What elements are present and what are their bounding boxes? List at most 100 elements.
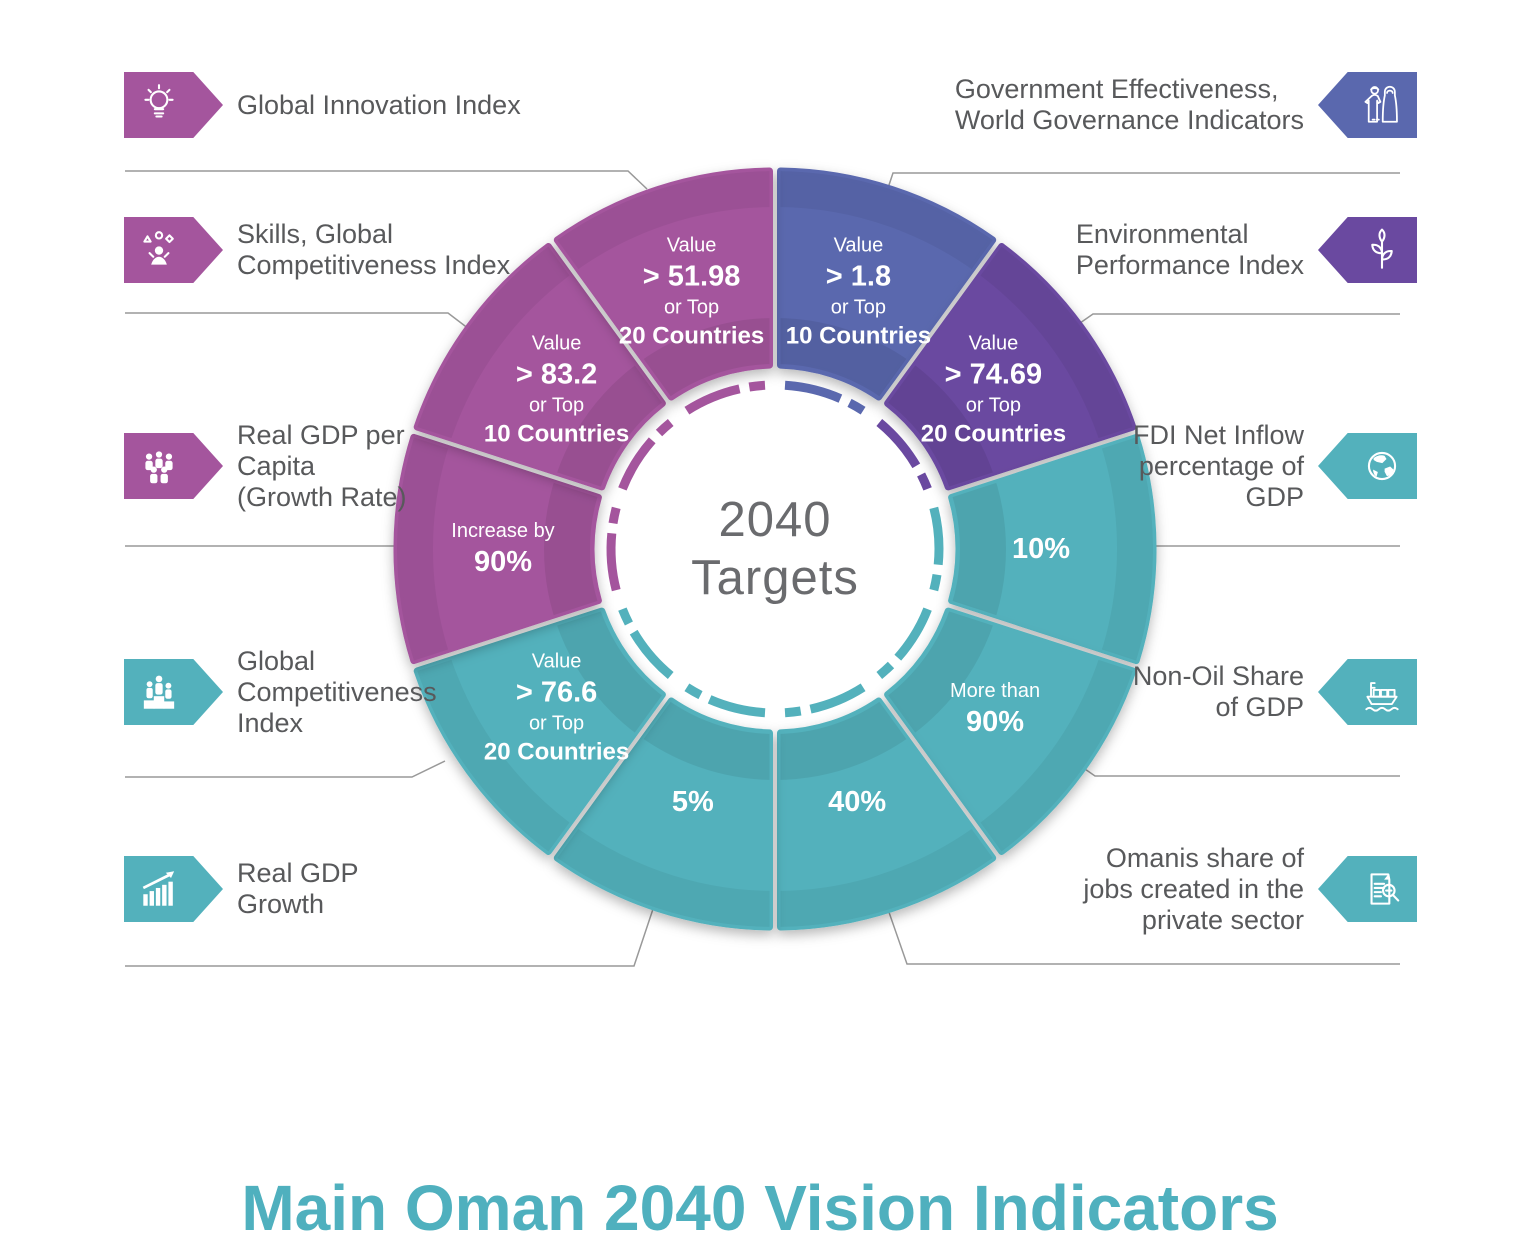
inner-ring-dash: [847, 398, 866, 415]
inner-ring-dash: [629, 629, 674, 679]
inner-ring-dash: [618, 437, 656, 491]
indicator-label: FDI Net Inflow percentage of GDP: [1132, 419, 1304, 512]
population-icon: [124, 433, 223, 499]
segment-label: Value > 76.6 or Top 20 Countries: [432, 648, 682, 767]
indicator-label: Environmental Performance Index: [1075, 219, 1304, 280]
segment-label: Value > 74.69 or Top 20 Countries: [868, 331, 1118, 450]
segment-label: 10%: [916, 531, 1166, 567]
segment-label-line: 90%: [473, 546, 533, 578]
segment-label-line: Value: [531, 332, 582, 355]
inner-ring-dash: [748, 380, 766, 392]
segment-label-line: 20 Countries: [618, 322, 765, 350]
globe-icon: [1318, 433, 1417, 499]
inner-ring-dash: [655, 419, 674, 437]
segment-label: Increase by 90%: [378, 518, 628, 580]
segment-label-line: 10 Countries: [483, 420, 630, 448]
donut-segment-0: [777, 167, 997, 401]
indicator-global-competitiveness-index: Global Competitiveness Index: [124, 646, 437, 738]
segment-label-line: 20 Countries: [920, 420, 1067, 448]
donut-segment-6: [413, 607, 666, 855]
inner-ring-dash: [784, 706, 802, 718]
connector-line: [882, 894, 1400, 965]
donut-segment-4: [777, 697, 997, 931]
indicator-label: Government Effectiveness, World Governan…: [954, 74, 1304, 135]
indicator-non-oil-share: Non-Oil Share of GDP: [1133, 659, 1417, 725]
donut-segment-7: [393, 433, 602, 665]
indicator-omanis-jobs-share: Omanis share of jobs created in the priv…: [1083, 843, 1417, 935]
indicator-real-gdp-per-capita: Real GDP per Capita (Growth Rate): [124, 420, 407, 512]
connector-line: [1071, 759, 1400, 777]
segment-label-line: > 1.8: [825, 260, 892, 293]
connector-line: [1069, 313, 1400, 331]
inner-ring-dash: [608, 506, 621, 525]
segment-label-line: Value: [833, 234, 884, 257]
inner-ring-dash: [876, 661, 895, 679]
indicator-label: Omanis share of jobs created in the priv…: [1083, 842, 1304, 935]
chart-center-title: 2040 Targets: [691, 493, 859, 605]
donut-segment-2: [948, 433, 1157, 665]
segment-label-line: or Top: [663, 296, 720, 319]
inner-ring-dash: [876, 419, 921, 469]
podium-people-icon: [124, 659, 223, 725]
inner-ring-dash: [618, 607, 633, 626]
segment-label-line: Value: [666, 234, 717, 257]
lightbulb-icon: [124, 72, 223, 138]
inner-ring-dash: [929, 506, 944, 566]
segment-label-line: or Top: [528, 394, 585, 417]
indicator-label: Global Innovation Index: [237, 89, 521, 120]
indicator-government-effectiveness: Government Effectiveness, World Governan…: [955, 72, 1417, 138]
segment-label-line: 20 Countries: [483, 738, 630, 766]
connector-line: [125, 760, 446, 778]
inner-ring-dash: [684, 384, 741, 415]
inner-ring-dash: [894, 607, 932, 661]
connector-line: [125, 312, 470, 330]
donut-segment-3: [884, 607, 1137, 855]
segment-label-line: > 74.69: [944, 358, 1043, 391]
document-search-icon: [1318, 856, 1417, 922]
segment-label-line: Value: [531, 650, 582, 673]
donut-segment-9: [553, 167, 773, 401]
indicator-label: Global Competitiveness Index: [237, 645, 437, 738]
segment-label-line: Increase by: [451, 520, 555, 542]
segment-label-line: > 51.98: [642, 260, 741, 293]
connector-line: [125, 170, 648, 190]
indicator-label: Real GDP per Capita (Growth Rate): [237, 419, 407, 512]
inner-ring-dash: [809, 683, 866, 714]
segment-label-line: or Top: [830, 296, 887, 319]
inner-ring-dash: [784, 380, 843, 403]
donut-segment-5: [553, 697, 773, 931]
indicator-label: Skills, Global Competitiveness Index: [237, 219, 511, 280]
segment-label: Value > 83.2 or Top 10 Countries: [432, 331, 682, 450]
donut-segment-8: [413, 243, 666, 491]
segment-label: 5%: [568, 784, 818, 820]
connector-line: [885, 172, 1400, 195]
segment-label-line: 90%: [966, 705, 1025, 738]
indicator-fdi-net-inflow: FDI Net Inflow percentage of GDP: [1133, 420, 1417, 512]
page-title: Main Oman 2040 Vision Indicators: [241, 1171, 1279, 1238]
indicator-skills-gci: Skills, Global Competitiveness Index: [124, 217, 510, 283]
skills-icon: [124, 217, 223, 283]
indicator-real-gdp-growth: Real GDP Growth: [124, 856, 359, 922]
donut-segment-1: [884, 243, 1137, 491]
growth-chart-icon: [124, 856, 223, 922]
segment-label-line: or Top: [528, 712, 585, 735]
segment-label: 40%: [732, 784, 982, 820]
segment-label-line: or Top: [965, 394, 1022, 417]
segment-label-line: Value: [968, 332, 1019, 355]
inner-ring-dash: [707, 695, 766, 718]
segment-label: Value > 51.98 or Top 20 Countries: [567, 233, 817, 352]
indicator-global-innovation-index: Global Innovation Index: [124, 72, 521, 138]
segment-label-line: > 76.6: [515, 676, 598, 709]
segment-label-line: 5%: [671, 785, 714, 818]
inner-ring-dash: [917, 472, 932, 491]
segment-label-line: 40%: [828, 785, 887, 818]
indicator-environmental-performance: Environmental Performance Index: [1076, 217, 1417, 283]
indicator-label: Real GDP Growth: [237, 858, 359, 919]
inner-ring-dash: [929, 573, 942, 592]
connector-line: [125, 893, 659, 967]
segment-label-line: > 83.2: [515, 358, 598, 391]
